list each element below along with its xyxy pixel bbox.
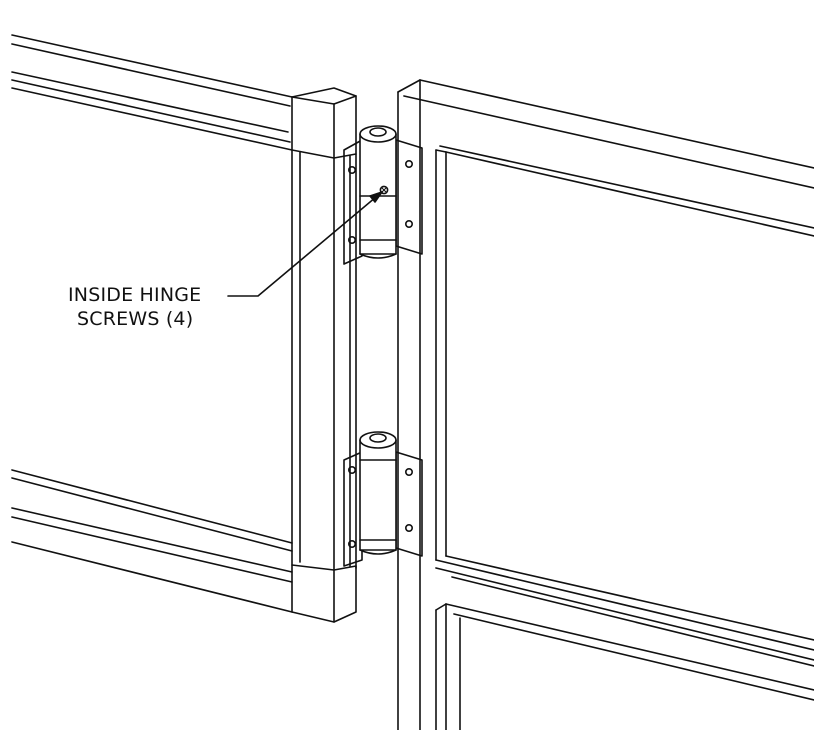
callout-label-line-1: INSIDE HINGE [68, 284, 202, 306]
right-panel-frame [397, 79, 814, 730]
callout-label-line-2: SCREWS (4) [77, 308, 194, 330]
callout-leader [227, 191, 383, 297]
lower-hinge [343, 431, 423, 567]
left-panel-frame [11, 34, 357, 623]
